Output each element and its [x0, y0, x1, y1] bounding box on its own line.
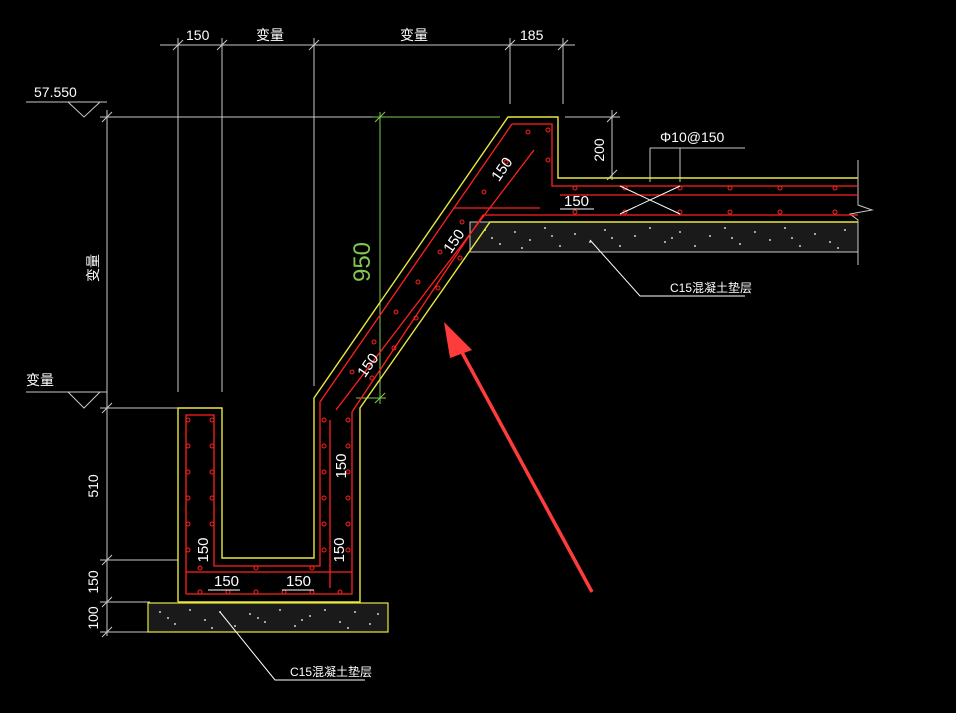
rebar-label-trough-right: 150	[331, 537, 348, 562]
rebar-spec-cross	[619, 185, 681, 215]
label-leaders	[208, 208, 745, 681]
annotation-arrow	[444, 322, 594, 593]
concrete-outline	[177, 116, 858, 602]
break-line	[848, 160, 874, 265]
elevation-marker-top	[67, 101, 101, 118]
top-dim-variable-1: 变量	[256, 27, 284, 43]
cushion-lower-note: C15混凝土垫层	[290, 664, 372, 679]
elevation-mid-label: 变量	[26, 372, 54, 388]
elevation-marker-mid	[67, 391, 101, 409]
elevation-top-label: 57.550	[34, 84, 77, 100]
rebar-spec-label: Φ10@150	[660, 129, 725, 145]
rebar-label-slope-mid: 150	[440, 226, 468, 256]
cushion-upper-note: C15混凝土垫层	[670, 280, 752, 295]
top-dim-variable-2: 变量	[400, 27, 428, 43]
right-dim-200: 200	[591, 138, 607, 162]
rebar-label-wall-right: 150	[333, 453, 350, 478]
rebar-lines	[185, 123, 858, 595]
dimension-lines	[26, 38, 745, 638]
left-dim-510: 510	[85, 474, 101, 498]
top-dim-185: 185	[520, 27, 544, 43]
top-dim-150: 150	[186, 27, 210, 43]
rebar-label-bottom-right: 150	[286, 573, 311, 590]
rebar-label-trough-left: 150	[195, 537, 212, 562]
cushion-lower	[147, 602, 389, 633]
rebar-label-slope-top: 150	[488, 154, 516, 184]
slope-dim-950: 950	[349, 242, 376, 282]
concrete-outline-lower	[178, 221, 858, 603]
rebar-dots	[185, 127, 838, 595]
left-dim-150: 150	[85, 570, 101, 594]
rebar-label-slab: 150	[564, 193, 589, 210]
rebar-label-bottom-left: 150	[214, 573, 239, 590]
cushion-upper	[469, 221, 859, 253]
left-dim-variable: 变量	[85, 254, 101, 282]
left-dim-100: 100	[85, 606, 101, 630]
